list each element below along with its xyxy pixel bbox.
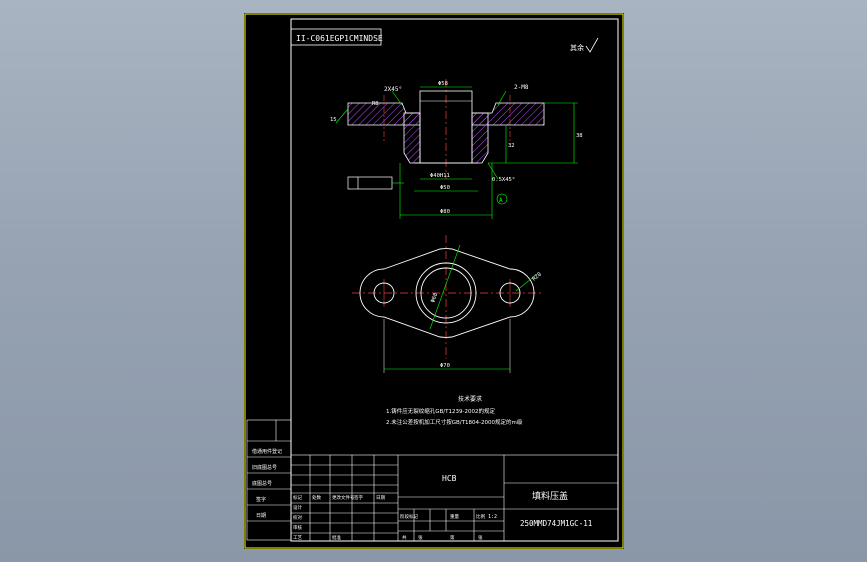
leader-0.5x45 (487, 162, 499, 180)
dim-32: 32 (508, 143, 515, 149)
tb-label-review: 审核 (293, 524, 302, 531)
cad-drawing: II-C061EGP1CMINDSE 其余 (244, 13, 624, 549)
left-col-3: 底图总号 (252, 480, 272, 487)
roughness-note: 其余 (570, 43, 584, 52)
outer-frame (244, 13, 624, 549)
tb-label-mark: 标记 (293, 494, 302, 501)
tech-item-2: 2.未注公差按机加工尺寸按GB/T1804-2000规定的m级 (386, 418, 523, 426)
dim-38: 38 (576, 133, 583, 139)
section-label: A (499, 197, 503, 204)
code-stamp: II-C061EGP1CMINDSE (296, 34, 383, 43)
dim-r8: R8 (372, 101, 379, 107)
tb-label-scale: 比例 (476, 513, 485, 520)
tb-label-change: 更改文件号 (332, 494, 355, 501)
tb-label-weight: 重量 (450, 513, 459, 520)
inner-frame (290, 18, 619, 542)
dim-58: Φ58 (438, 81, 448, 87)
leader-15 (335, 108, 349, 124)
drawing-number: 250MMD74JM1GC-11 (520, 519, 592, 528)
left-col-2: 旧底图总号 (252, 464, 277, 471)
drawing-sheet: II-C061EGP1CMINDSE 其余 (244, 13, 624, 549)
bolt-hole-left (373, 282, 395, 304)
material: HCB (442, 474, 457, 483)
left-col-4: 签字 (256, 496, 266, 503)
tb-label-sheets: 张 (418, 534, 423, 541)
tb-label-date: 日期 (376, 495, 385, 501)
section-view: 2X45° R8 Φ58 Φ40H11 Φ50 Φ80 2-M8 0.5X45°… (330, 79, 583, 219)
tb-label-design: 设计 (293, 504, 302, 511)
tech-heading: 技术要求 (458, 395, 482, 403)
dim-68: Φ68 (430, 292, 439, 303)
bore-outer-circle (415, 262, 477, 324)
tb-label-count: 处数 (312, 494, 321, 501)
plan-view: Φ68 R20 Φ70 (352, 235, 544, 373)
hub-left (403, 112, 421, 164)
dim-40h11: Φ40H11 (430, 173, 450, 179)
tb-label-approve: 批准 (332, 534, 341, 541)
tb-label-no: 第 (450, 534, 455, 541)
dim-chamfer: 0.5X45° (492, 177, 515, 183)
dim-line-r20 (515, 274, 537, 292)
bore-inner-circle (420, 267, 472, 319)
scale-value: 1:2 (488, 514, 497, 520)
tech-item-1: 1.铸件应无裂纹缩孔GB/T1239-2002的规定 (386, 407, 495, 415)
flange-outline (359, 248, 535, 338)
dim-15: 15 (330, 117, 337, 123)
part-name: 填料压盖 (532, 490, 568, 502)
hub-right (471, 112, 489, 164)
dim-line-diameter (429, 244, 461, 330)
dim-r20: R20 (531, 272, 542, 283)
tb-label-sign: 签字 (354, 494, 363, 501)
roughness-symbol (585, 37, 599, 53)
dim-80: Φ80 (440, 209, 450, 215)
left-column-grid (246, 419, 292, 541)
left-col-1: 借通用件登记 (252, 448, 282, 455)
tb-label-stage: 阶段标记 (400, 513, 418, 520)
tb-label-total: 共 (402, 534, 407, 541)
dim-2m8: 2-M8 (514, 84, 529, 91)
tolerance-frame (347, 176, 393, 190)
tb-label-craft: 工艺 (293, 535, 302, 541)
dim-50: Φ50 (440, 185, 450, 191)
section-marker (496, 193, 508, 205)
code-stamp-box (290, 28, 382, 46)
bolt-hole-right (499, 282, 521, 304)
tb-label-sheet: 张 (478, 534, 483, 541)
dim-70: Φ70 (440, 363, 450, 369)
leader-2x45 (391, 90, 403, 106)
title-block-grid (290, 454, 619, 542)
leader-2m8 (497, 90, 507, 106)
left-col-5: 日期 (256, 513, 266, 519)
tb-label-check: 校对 (293, 514, 302, 521)
dim-2x45: 2X45° (384, 86, 402, 93)
